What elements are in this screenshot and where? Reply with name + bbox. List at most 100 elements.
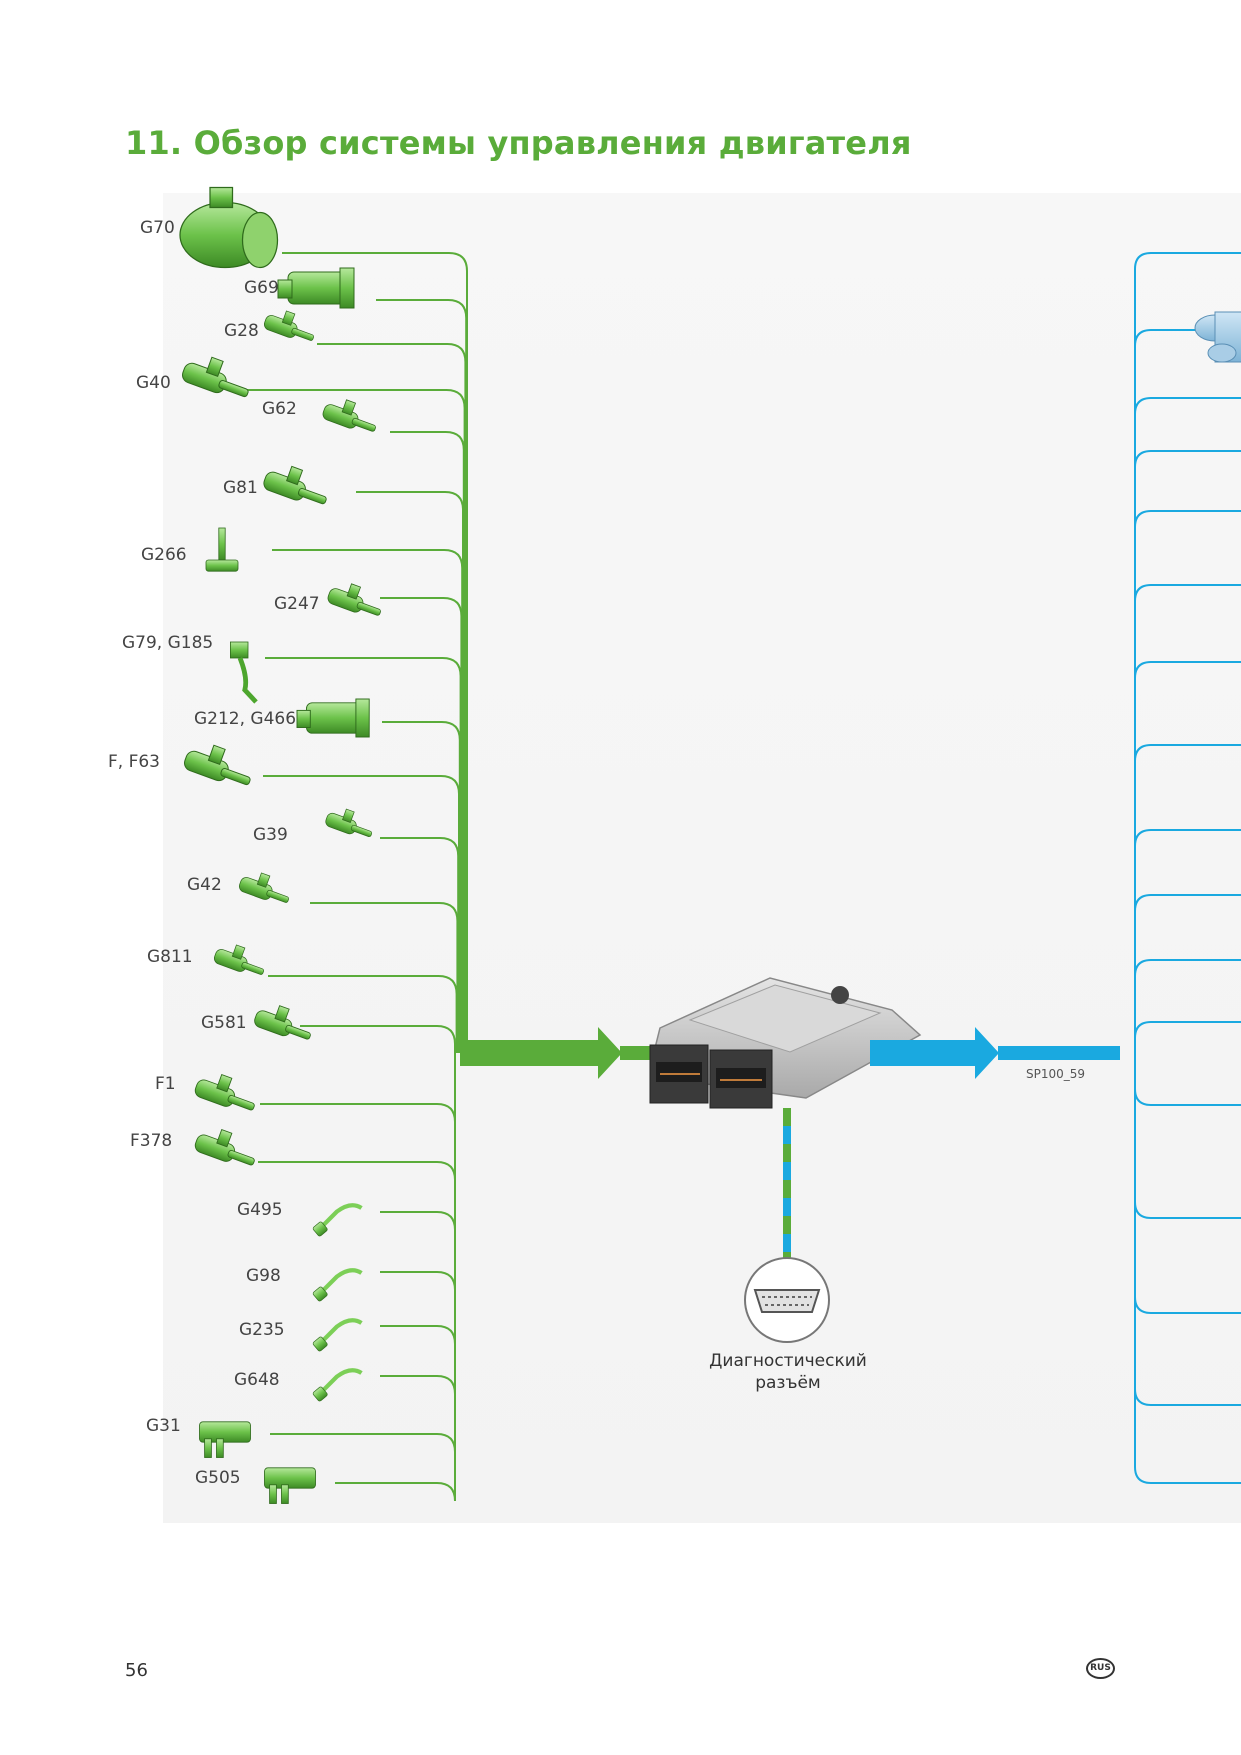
actuator-wire bbox=[1134, 1053, 1241, 1484]
figure-id: SP100_59 bbox=[1026, 1067, 1085, 1081]
sensor-wire bbox=[265, 657, 462, 1053]
sensor-wire bbox=[272, 549, 464, 1053]
diagnostic-connector bbox=[744, 1257, 830, 1343]
sensor-wire-group bbox=[242, 252, 468, 1502]
fuel-temperature-sender-icon bbox=[263, 465, 327, 505]
intake-air-temperature-sender-icon bbox=[239, 872, 289, 903]
actuator-wire bbox=[1134, 959, 1241, 1053]
charge-pressure-positioner-icon bbox=[254, 1005, 311, 1040]
ecu-screw-icon bbox=[831, 986, 849, 1004]
sensor-wire bbox=[380, 597, 463, 1053]
sensor-label: G31 bbox=[146, 1416, 181, 1436]
actuator-wire bbox=[1134, 829, 1241, 1053]
sensor-wire bbox=[356, 491, 464, 1053]
sensor-label: G62 bbox=[262, 399, 297, 419]
actuator-wire bbox=[1134, 661, 1241, 1053]
diagnostic-connector-label-line1: Диагностический bbox=[709, 1351, 867, 1371]
actuator-wire bbox=[1134, 894, 1241, 1053]
sensor-wire bbox=[270, 1053, 456, 1453]
sensor-wire bbox=[268, 975, 458, 1053]
exhaust-gas-temperature-sender-icon bbox=[312, 1318, 363, 1352]
actuator-wire bbox=[1134, 252, 1241, 1053]
exhaust-gas-temperature-sender-icon bbox=[312, 1268, 363, 1302]
page-number: 56 bbox=[125, 1660, 148, 1681]
sensor-wire bbox=[380, 837, 460, 1053]
sensor-wire bbox=[260, 1053, 456, 1123]
sensor-wire bbox=[258, 1053, 456, 1181]
hall-sender-icon bbox=[182, 356, 249, 398]
brake-light-switch-icon bbox=[184, 744, 251, 786]
sensor-wire bbox=[282, 252, 468, 1053]
fuel-pressure-sender-icon bbox=[327, 583, 381, 616]
oil-pressure-switch-reduced-icon bbox=[194, 1128, 255, 1166]
sensor-label: G39 bbox=[253, 825, 288, 845]
sensor-wire bbox=[380, 1053, 456, 1345]
sensor-wire bbox=[317, 343, 467, 1053]
sensor-label: G98 bbox=[246, 1266, 281, 1286]
sensor-label: G247 bbox=[274, 594, 320, 614]
lambda-probe-icon bbox=[325, 808, 373, 837]
actuator-wire-group bbox=[1134, 252, 1241, 1484]
sensor-wire bbox=[263, 775, 460, 1053]
exhaust-gas-temperature-sender-icon bbox=[312, 1368, 363, 1402]
actuator-wire bbox=[1134, 1053, 1241, 1106]
sensor-wire bbox=[310, 902, 459, 1053]
sensor-label: G648 bbox=[234, 1370, 280, 1390]
sensor-label: G505 bbox=[195, 1468, 241, 1488]
sensor-wire bbox=[335, 1053, 456, 1502]
exhaust-gas-recirculation-cooler-temperature-sender-icon bbox=[214, 944, 264, 975]
sensor-label: G811 bbox=[147, 947, 193, 967]
sensor-wire bbox=[382, 721, 461, 1053]
sensor-label: G581 bbox=[201, 1013, 247, 1033]
oil-pressure-switch-icon bbox=[194, 1073, 255, 1111]
sensor-label: G40 bbox=[136, 373, 171, 393]
oil-level-temperature-sender-icon bbox=[205, 527, 239, 572]
diagnostic-connector-label-line2: разъём bbox=[755, 1373, 821, 1393]
sensor-label: G212, G466 bbox=[194, 709, 296, 729]
sensor-label: F, F63 bbox=[108, 752, 160, 772]
mass-air-flow-meter-icon bbox=[179, 186, 279, 269]
actuator-wire bbox=[1134, 397, 1241, 1053]
actuator-wire bbox=[1134, 584, 1241, 1053]
accelerator-pedal-position-sender-icon bbox=[229, 641, 258, 704]
sensor-label: G69 bbox=[244, 278, 279, 298]
actuator-wire bbox=[1134, 329, 1241, 1053]
coolant-temperature-sender-icon bbox=[322, 399, 376, 432]
charge-pressure-sender-icon bbox=[199, 1421, 251, 1458]
sensor-label: G495 bbox=[237, 1200, 283, 1220]
sensor-label: G28 bbox=[224, 321, 259, 341]
actuator-wire bbox=[1134, 1053, 1241, 1219]
sensor-label: G81 bbox=[223, 478, 258, 498]
exhaust-gas-temperature-sender-icon bbox=[312, 1203, 363, 1237]
input-signal-arrow bbox=[460, 1027, 660, 1079]
engine-control-unit bbox=[649, 977, 922, 1109]
sensor-label: G70 bbox=[140, 218, 175, 238]
obd-port-icon bbox=[753, 1289, 821, 1313]
actuator-component-partial bbox=[1194, 311, 1241, 363]
sensor-label: F378 bbox=[130, 1131, 172, 1151]
sensor-label: G266 bbox=[141, 545, 187, 565]
sensor-label: G42 bbox=[187, 875, 222, 895]
page-title: 11. Обзор системы управления двигателя bbox=[125, 124, 912, 162]
throttle-valve-module-icon bbox=[277, 267, 355, 309]
sensor-wire bbox=[300, 1025, 456, 1053]
sensor-label: G235 bbox=[239, 1320, 285, 1340]
sensor-wire bbox=[242, 389, 466, 1053]
actuator-wire bbox=[1134, 450, 1241, 1053]
output-signal-arrow bbox=[870, 1027, 1120, 1079]
language-badge: RUS bbox=[1086, 1658, 1115, 1679]
sensor-label: G79, G185 bbox=[122, 633, 213, 653]
sensor-wire bbox=[380, 1053, 456, 1231]
actuator-wire bbox=[1134, 510, 1241, 1053]
actuator-wire bbox=[1134, 1053, 1241, 1314]
sensor-wire bbox=[376, 299, 468, 1053]
sensor-wire bbox=[380, 1053, 456, 1291]
sensor-label: F1 bbox=[155, 1074, 176, 1094]
actuator-wire bbox=[1134, 744, 1241, 1053]
engine-speed-sender-icon bbox=[264, 310, 314, 341]
exhaust-gas-pressure-sensor-icon bbox=[264, 1467, 316, 1504]
exhaust-gas-recirculation-potentiometer-icon bbox=[296, 698, 370, 738]
sensor-wire bbox=[390, 431, 465, 1053]
